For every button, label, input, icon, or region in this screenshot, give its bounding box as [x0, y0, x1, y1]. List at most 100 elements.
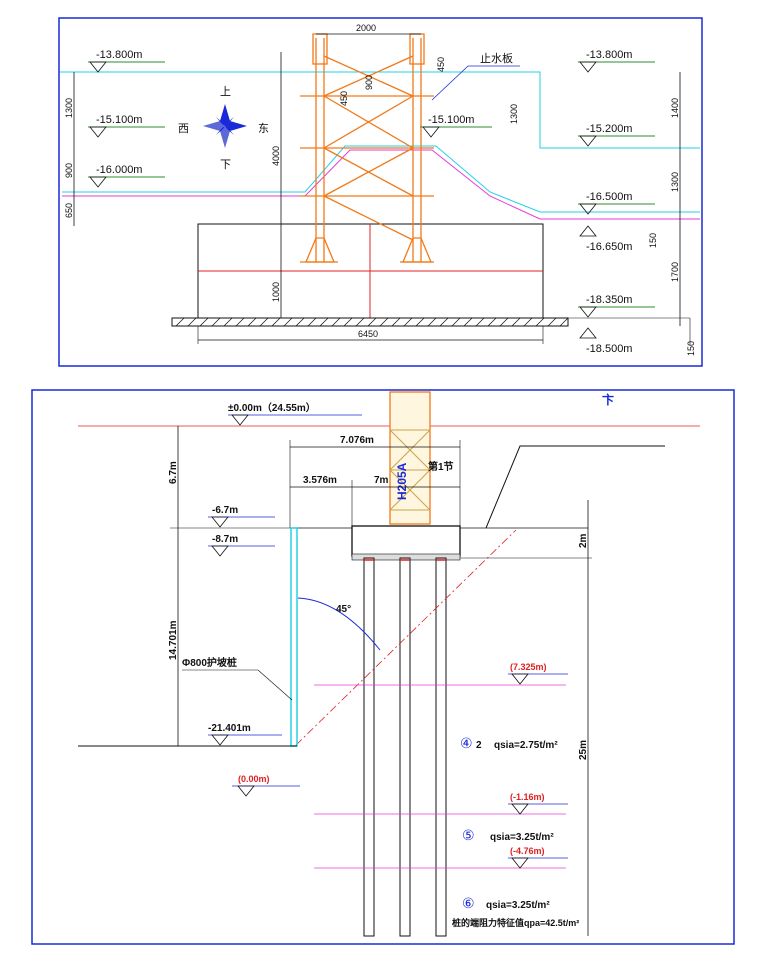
stop-water-label: 止水板 — [480, 51, 513, 65]
right-level-6-text: -18.500m — [586, 343, 632, 355]
ground-level-text: ±0.00m（24.55m） — [228, 401, 316, 414]
slope-pile-leader — [257, 669, 293, 701]
right-level-6: -18.500m — [579, 327, 632, 355]
red-level-7325-text: (7.325m) — [510, 662, 547, 672]
right-dim-1300: 1300 — [670, 172, 680, 192]
dim-7m: 7m — [374, 475, 389, 486]
dim-4000: 4000 — [271, 146, 281, 166]
level-21401-marker: -21.401m — [208, 723, 282, 746]
red-level-476-text: (-4.76m) — [510, 846, 545, 856]
slope-surface — [485, 445, 665, 529]
left-level-3-text: -16.000m — [96, 164, 142, 176]
dim-2m: 2m — [578, 533, 589, 548]
end-resistance-text: 桩的端阻力特征值qpa=42.5t/m² — [452, 917, 579, 928]
right-dim-150-bottom: 150 — [686, 341, 696, 356]
dim-450-left: 450 — [339, 91, 349, 106]
layer-6-text: qsia=3.25t/m² — [486, 900, 550, 911]
layer-4-text: qsia=2.75t/m² — [494, 740, 558, 751]
layer-5-text: qsia=3.25t/m² — [490, 832, 554, 843]
pile-3 — [435, 557, 447, 937]
slope-pile-label: Φ800护坡桩 — [182, 656, 237, 669]
base-hatching — [175, 317, 569, 327]
red-level-7325: (7.325m) — [508, 662, 568, 685]
dim-3576: 3.576m — [303, 475, 337, 486]
mid-level-text: -15.100m — [428, 114, 474, 126]
left-dim-650: 650 — [64, 203, 74, 218]
right-level-3: -16.500m — [578, 191, 655, 215]
mast-label: H205A — [395, 462, 409, 500]
left-level-2-text: -15.100m — [96, 114, 142, 126]
level-21401-text: -21.401m — [208, 723, 251, 734]
pile-cap — [351, 525, 461, 557]
compass-east: 东 — [258, 122, 269, 135]
magenta-slope-line — [62, 149, 700, 220]
dim-1300-mid: 1300 — [509, 104, 519, 124]
mid-level: -15.100m — [420, 114, 492, 138]
compass-south: 下 — [220, 159, 231, 171]
level-67-marker: -6.7m — [208, 505, 275, 528]
failure-line-45 — [295, 529, 517, 746]
layer-4-sub: 2 — [476, 740, 482, 751]
dim-14701: 14.701m — [168, 620, 179, 660]
cyan-level-line — [60, 71, 700, 149]
layer-6: ⑥ qsia=3.25t/m² — [462, 896, 550, 912]
piles — [363, 557, 447, 937]
section-label: 第1节 — [428, 460, 454, 473]
left-level-2: -15.100m — [88, 114, 165, 138]
top-mark: 卞 — [602, 392, 614, 407]
ground-level-marker: ±0.00m（24.55m） — [228, 401, 362, 426]
right-dim-1700: 1700 — [670, 262, 680, 282]
level-87-text: -8.7m — [212, 534, 238, 545]
dim-25m: 25m — [578, 740, 589, 760]
right-level-5-text: -18.350m — [586, 294, 632, 306]
right-dim-150-top: 150 — [648, 233, 658, 248]
red-level-116-text: (-1.16m) — [510, 792, 545, 802]
pile-2 — [399, 557, 411, 937]
left-level-3: -16.000m — [88, 164, 165, 188]
layer-4-num: ④ — [460, 736, 473, 752]
top-frame — [58, 17, 703, 367]
red-level-476: (-4.76m) — [508, 846, 568, 869]
left-dim-1300: 1300 — [64, 98, 74, 118]
right-level-2-text: -15.200m — [586, 123, 632, 135]
layer-6-num: ⑥ — [462, 896, 475, 912]
dim-7076: 7.076m — [340, 435, 374, 446]
right-level-2: -15.200m — [578, 123, 655, 147]
dim-67: 6.7m — [168, 461, 179, 484]
red-level-116: (-1.16m) — [508, 792, 568, 815]
hatched-base — [171, 317, 569, 327]
layer-5: ⑤ qsia=3.25t/m² — [462, 828, 554, 844]
compass-west: 西 — [178, 123, 189, 135]
cyan-slope-line — [62, 145, 700, 213]
compass-north: 上 — [220, 85, 231, 98]
level-87-marker: -8.7m — [208, 534, 275, 557]
angle-arc — [297, 597, 381, 651]
red-level-0: (0.00m) — [232, 774, 300, 797]
angle-label: 45° — [336, 604, 351, 615]
right-dim-1400: 1400 — [670, 98, 680, 118]
right-level-3-text: -16.500m — [586, 191, 632, 203]
mast-lattice — [389, 429, 431, 511]
compass-rose — [203, 104, 247, 148]
dim-1000: 1000 — [271, 282, 281, 302]
level-67-text: -6.7m — [212, 505, 238, 516]
left-level-1-text: -13.800m — [96, 49, 142, 61]
bottom-frame — [31, 389, 735, 945]
layer-5-num: ⑤ — [462, 828, 475, 844]
slope-protection-pile — [290, 527, 298, 747]
dim-900: 900 — [364, 75, 374, 90]
right-level-4-text: -16.650m — [586, 241, 632, 253]
crane-mast — [389, 391, 431, 525]
red-level-0-text: (0.00m) — [238, 774, 270, 784]
top-diagram: 2000 4000 1000 450 900 450 1300 止水板 上 下 … — [58, 17, 703, 367]
right-level-4: -16.650m — [579, 225, 632, 253]
layer-4: ④ 2 qsia=2.75t/m² — [460, 736, 558, 752]
pile-cap-base — [351, 553, 461, 561]
left-dim-900: 900 — [64, 163, 74, 178]
left-level-1: -13.800m — [88, 49, 165, 73]
bottom-diagram: ±0.00m（24.55m） H205A 卞 7.076m 3.576m 7m … — [31, 389, 735, 945]
leader-stop-water — [431, 65, 469, 101]
right-level-1-text: -13.800m — [586, 49, 632, 61]
right-level-5: -18.350m — [578, 294, 655, 318]
